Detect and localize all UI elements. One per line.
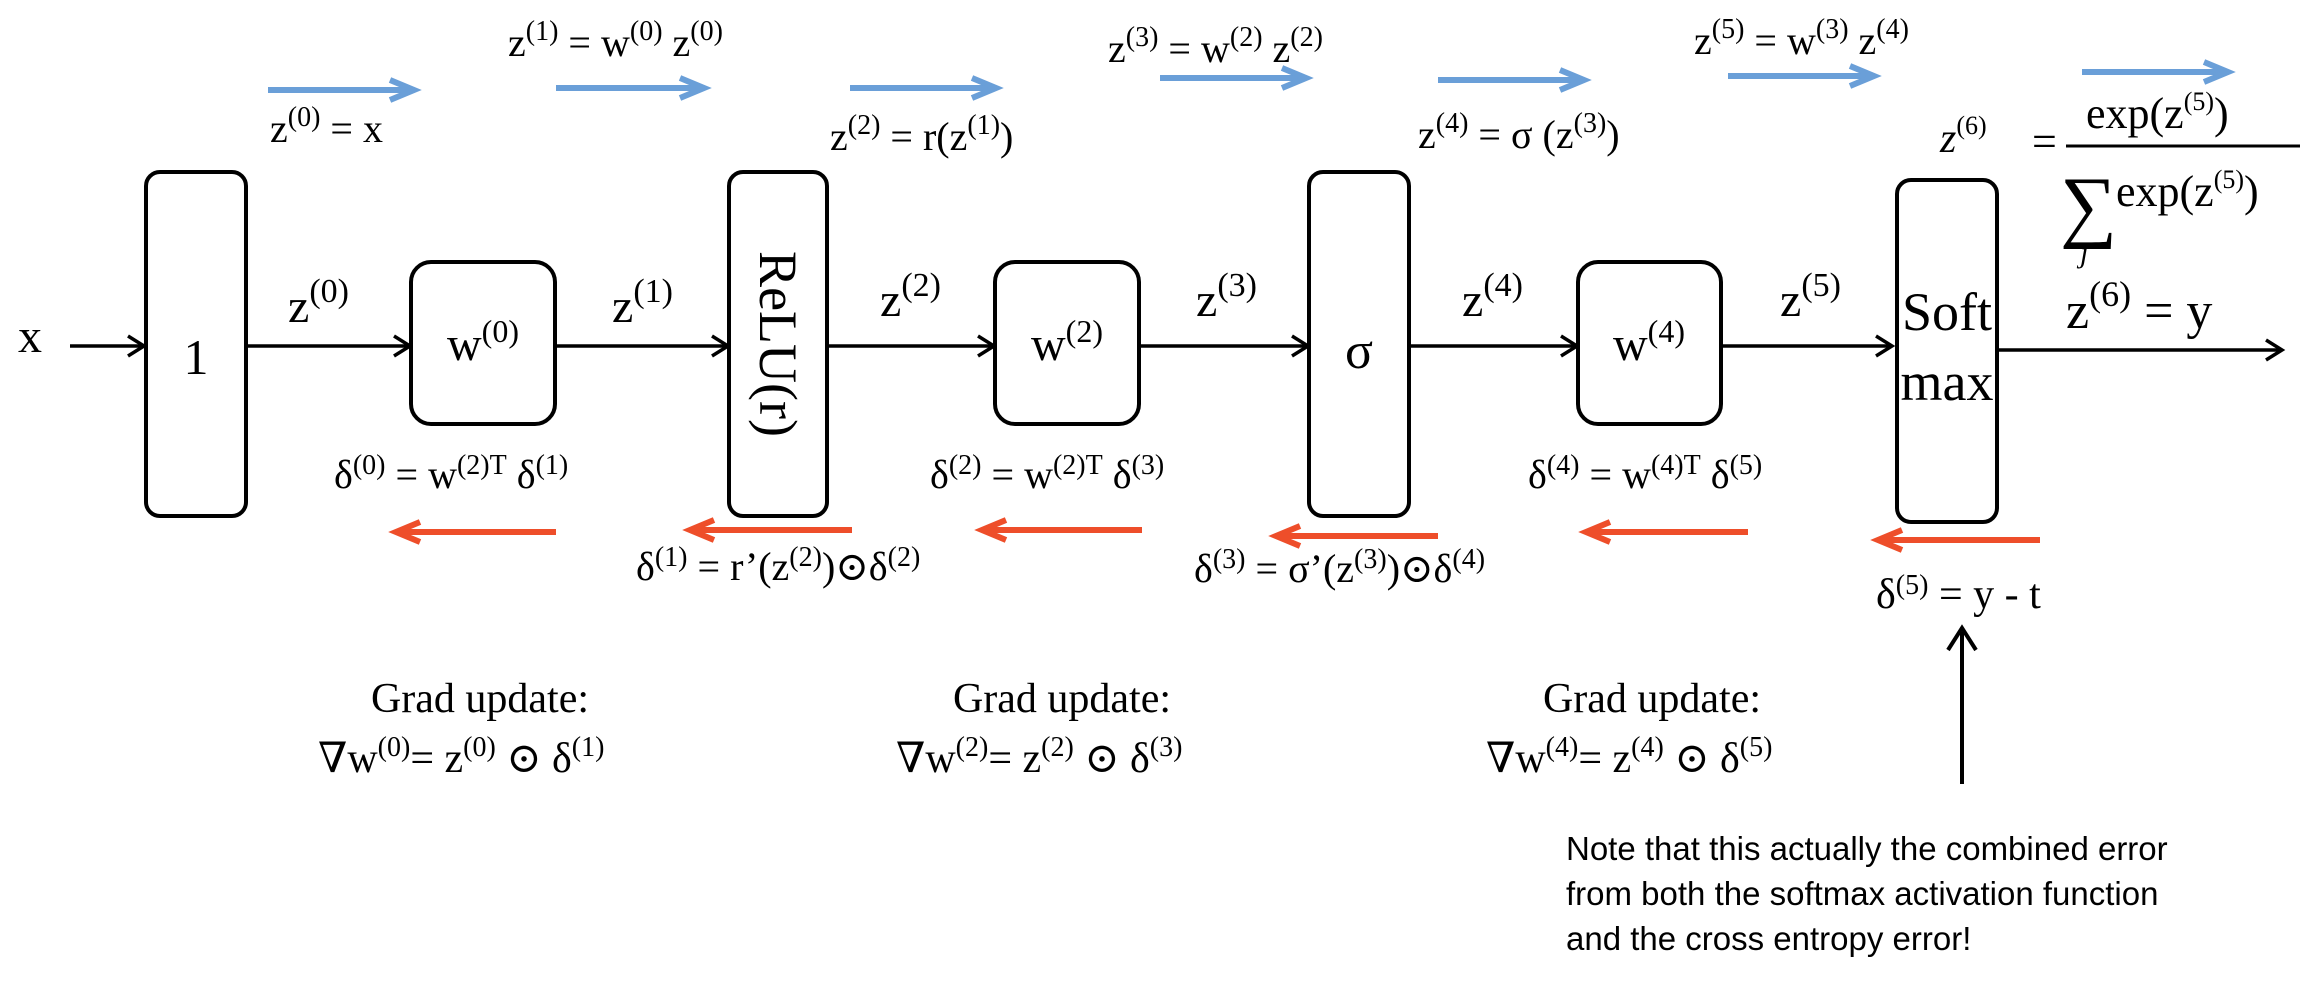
backward-eq-4: δ(4) = w(4)T δ(5)	[1528, 450, 1762, 497]
grad-update-formula: ∇w(2)= z(2) ⊙ δ(3)	[896, 732, 1182, 782]
note-line-1: Note that this actually the combined err…	[1566, 830, 2168, 867]
w2-node	[993, 260, 1141, 426]
forward-eq-4: z(4) = σ (z(3))	[1418, 108, 1620, 157]
w4-node-label: w(4)	[1613, 313, 1685, 371]
w0-node	[409, 260, 557, 426]
w0-node-label: w(0)	[447, 313, 519, 371]
arrowhead	[1558, 67, 1592, 93]
backward-eq-2: δ(2) = w(2)T δ(3)	[930, 450, 1164, 497]
arrowhead	[1870, 527, 1904, 553]
arrowhead	[1848, 63, 1882, 89]
arrowhead	[1280, 65, 1314, 91]
grad-update-2: Grad update: ∇w(2)= z(2) ⊙ δ(3)	[896, 676, 1182, 782]
grad-update-title: Grad update:	[371, 676, 589, 722]
softmax-eq-denominator: exp(z(5))	[2116, 165, 2259, 216]
arrowhead	[388, 77, 422, 103]
softmax-node	[1895, 178, 1999, 524]
grad-update-formula: ∇w(4)= z(4) ⊙ δ(5)	[1486, 732, 1772, 782]
arrowhead	[388, 519, 422, 545]
softmax-equation: z(6) = exp(z(5)) ∑ j exp(z(5))	[1939, 87, 2300, 269]
arrowhead	[970, 75, 1004, 101]
edge-label-z0: z(0)	[288, 273, 349, 333]
softmax-eq-lhs: z(6)	[1939, 111, 1987, 162]
grad-update-0: Grad update: ∇w(0)= z(0) ⊙ δ(1)	[318, 676, 604, 782]
arrowhead	[1946, 624, 1978, 652]
input-label: x	[18, 310, 42, 363]
forward-eq-3: z(3) = w(2) z(2)	[1108, 22, 1323, 71]
forward-edges	[70, 334, 2286, 362]
arrowhead	[1875, 334, 1896, 358]
forward-eq-0: z(0) = x	[270, 102, 383, 151]
output-label: z(6) = y	[2066, 274, 2212, 340]
softmax-eq-equals: =	[2032, 117, 2057, 166]
backward-eq-3: δ(3) = σ’(z(3))⊙δ(4)	[1194, 544, 1485, 591]
edge-label-z4: z(4)	[1462, 267, 1523, 327]
backward-eq-0: δ(0) = w(2)T δ(1)	[334, 450, 568, 497]
identity-node-label: 1	[184, 329, 209, 385]
grad-update-4: Grad update: ∇w(4)= z(4) ⊙ δ(5)	[1486, 676, 1772, 782]
softmax-node-label-line1: Soft	[1902, 282, 1992, 342]
identity-node	[144, 170, 248, 518]
softmax-node-label-line2: max	[1901, 352, 1994, 412]
softmax-eq-numerator: exp(z(5))	[2086, 87, 2229, 138]
arrowhead	[974, 517, 1008, 543]
forward-eq-1: z(1) = w(0) z(0)	[508, 16, 723, 65]
arrowhead	[2202, 59, 2236, 85]
relu-node	[727, 170, 829, 518]
relu-node-label: ReLU(r)	[748, 251, 808, 437]
note-line-3: and the cross entropy error!	[1566, 920, 1971, 957]
arrowhead	[1578, 519, 1612, 545]
grad-update-title: Grad update:	[953, 676, 1171, 722]
sigma-node	[1307, 170, 1411, 518]
nodes	[144, 170, 1999, 524]
w2-node-label: w(2)	[1031, 313, 1103, 371]
edge-label-z3: z(3)	[1196, 267, 1257, 327]
forward-eq-5: z(5) = w(3) z(4)	[1694, 14, 1909, 63]
arrowhead	[682, 517, 716, 543]
edge-label-z1: z(1)	[612, 273, 673, 333]
backward-eq-1: δ(1) = r’(z(2))⊙δ(2)	[636, 542, 920, 589]
arrowhead	[678, 75, 712, 101]
softmax-eq-sum: ∑	[2060, 162, 2117, 250]
edge-label-z5: z(5)	[1780, 267, 1841, 327]
softmax-eq-sum-index: j	[2076, 236, 2088, 269]
grad-update-formula: ∇w(0)= z(0) ⊙ δ(1)	[318, 732, 604, 782]
edge-label-z2: z(2)	[880, 267, 941, 327]
arrowhead	[1268, 523, 1302, 549]
forward-pass-arrows	[268, 59, 2236, 103]
w4-node	[1576, 260, 1723, 426]
backward-eq-5: δ(5) = y - t	[1876, 570, 2041, 618]
grad-update-title: Grad update:	[1543, 676, 1761, 722]
note-line-2: from both the softmax activation functio…	[1566, 875, 2158, 912]
arrowhead	[2265, 338, 2286, 362]
backward-pass-arrows	[388, 517, 2040, 553]
forward-eq-2: z(2) = r(z(1))	[830, 110, 1013, 159]
sigma-node-label: σ	[1345, 323, 1373, 380]
